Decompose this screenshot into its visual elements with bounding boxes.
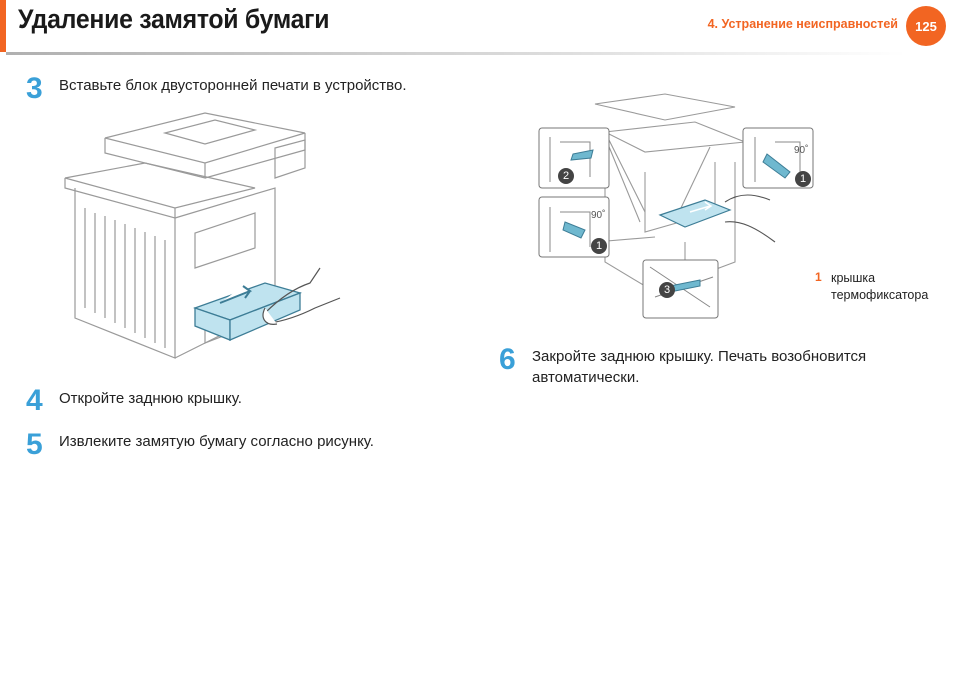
paper-jam-removal-illustration bbox=[538, 93, 814, 319]
callout-1-left: 1 bbox=[591, 238, 607, 254]
header-divider bbox=[6, 52, 906, 55]
page-title: Удаление замятой бумаги bbox=[18, 4, 330, 34]
header-accent-bar bbox=[0, 0, 6, 52]
callout-1-right: 1 bbox=[795, 171, 811, 187]
chapter-link[interactable]: 4. Устранение неисправностей bbox=[707, 17, 898, 31]
step-text-3: Вставьте блок двусторонней печати в устр… bbox=[59, 77, 407, 94]
angle-label-left: 90˚ bbox=[591, 210, 606, 221]
duplex-unit-illustration bbox=[64, 112, 341, 359]
step-number-3: 3 bbox=[26, 72, 43, 105]
legend-number: 1 bbox=[815, 270, 822, 284]
step-number-5: 5 bbox=[26, 428, 43, 461]
step-text-4: Откройте заднюю крышку. bbox=[59, 390, 242, 407]
callout-3: 3 bbox=[659, 282, 675, 298]
step-text-6: Закройте заднюю крышку. Печать возобнови… bbox=[532, 348, 867, 386]
callout-2: 2 bbox=[558, 168, 574, 184]
step-number-6: 6 bbox=[499, 343, 516, 376]
page-number-badge: 125 bbox=[906, 6, 946, 46]
legend-text: крышка термофиксатора bbox=[831, 271, 929, 302]
angle-label-right: 90˚ bbox=[794, 145, 809, 156]
step-number-4: 4 bbox=[26, 384, 43, 417]
step-text-5: Извлеките замятую бумагу согласно рисунк… bbox=[59, 433, 374, 450]
